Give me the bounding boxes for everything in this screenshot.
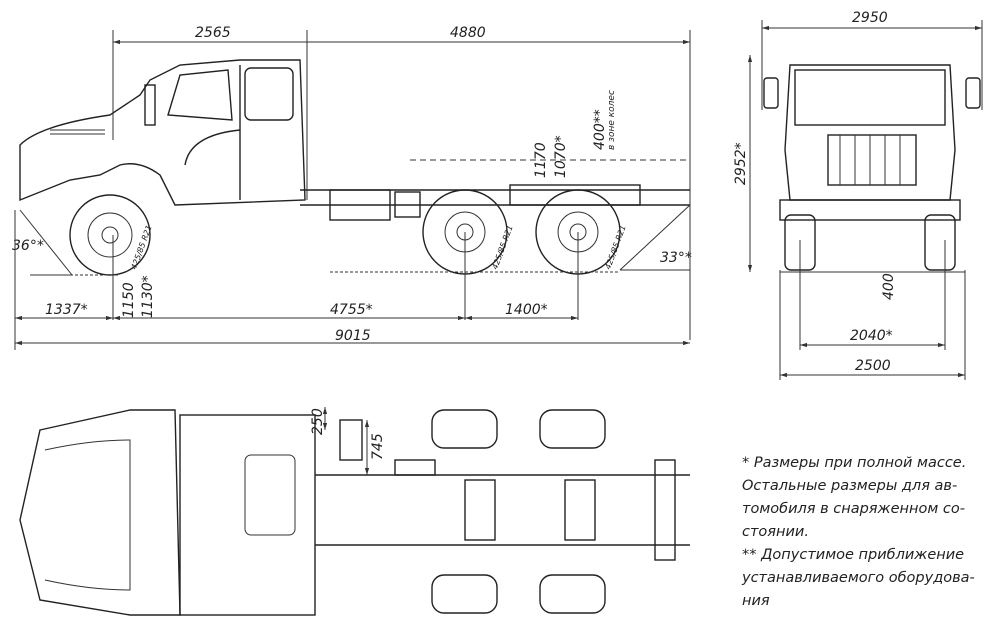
dim-overall-length: 9015 bbox=[335, 328, 371, 344]
rear-wheel-1: 425/85 R21 bbox=[422, 189, 515, 275]
dim-body-length: 4880 bbox=[450, 25, 486, 41]
rear-wheel-2: 425/85 R21 bbox=[535, 189, 628, 275]
footnotes: * Размеры при полной массе. Остальные ра… bbox=[742, 452, 992, 613]
rear-tires-top bbox=[431, 409, 606, 614]
hood bbox=[19, 409, 181, 616]
dim-track: 2040* bbox=[850, 328, 893, 344]
tire-label-rear-1: 425/85 R21 bbox=[490, 224, 514, 271]
chassis-frame bbox=[300, 184, 690, 221]
dim-approach-angle: 36°* bbox=[12, 238, 44, 254]
dim-front-overhang: 1337* bbox=[45, 302, 88, 318]
dim-departure-angle: 33°* bbox=[660, 250, 692, 266]
top-view: 250 745 bbox=[19, 407, 690, 616]
dim-height: 2952* bbox=[733, 142, 749, 185]
front-view: 2950 2952* 400 2040* 2500 bbox=[733, 10, 983, 380]
dim-frame-height-unladen: 1170 bbox=[533, 142, 549, 178]
dim-front-clearance-unladen: 1150 bbox=[121, 282, 137, 318]
dim-wheelbase: 4755* bbox=[330, 302, 373, 318]
dim-equipment-clearance: 400** bbox=[592, 109, 608, 150]
cab-roof bbox=[179, 414, 316, 616]
note-line: Остальные размеры для ав- bbox=[742, 478, 958, 494]
dim-top-offset-a: 250 bbox=[310, 408, 326, 435]
dim-bogie-base: 1400* bbox=[505, 302, 548, 318]
front-wheel: 425/85 R21 bbox=[69, 194, 154, 276]
dim-top-offset-b: 745 bbox=[370, 433, 386, 460]
dim-frame-height-laden: 1070* bbox=[553, 135, 569, 178]
tire-label-rear-2: 425/85 R21 bbox=[603, 224, 627, 271]
cab bbox=[19, 59, 306, 206]
dim-equipment-clearance-note: в зоне колес bbox=[607, 90, 617, 150]
dim-cab-length: 2565 bbox=[195, 25, 231, 41]
tire-label-front: 425/85 R21 bbox=[129, 224, 153, 271]
dim-front-ground-clearance: 400 bbox=[881, 273, 897, 300]
note-line: ** Допустимое приближение bbox=[742, 547, 965, 563]
side-view: 2565 4880 425/85 R21 425/85 bbox=[12, 25, 692, 350]
dim-front-clearance-laden: 1130* bbox=[140, 275, 156, 318]
dim-width: 2500 bbox=[855, 358, 891, 374]
note-line: томобиля в снаряженном со- bbox=[742, 501, 965, 517]
note-line: ния bbox=[742, 593, 770, 609]
note-line: * Размеры при полной массе. bbox=[742, 455, 967, 471]
note-line: устанавливаемого оборудова- bbox=[742, 570, 975, 586]
dim-mirror-width: 2950 bbox=[852, 10, 888, 26]
front-cab bbox=[763, 64, 981, 271]
note-line: стоянии. bbox=[742, 524, 809, 540]
